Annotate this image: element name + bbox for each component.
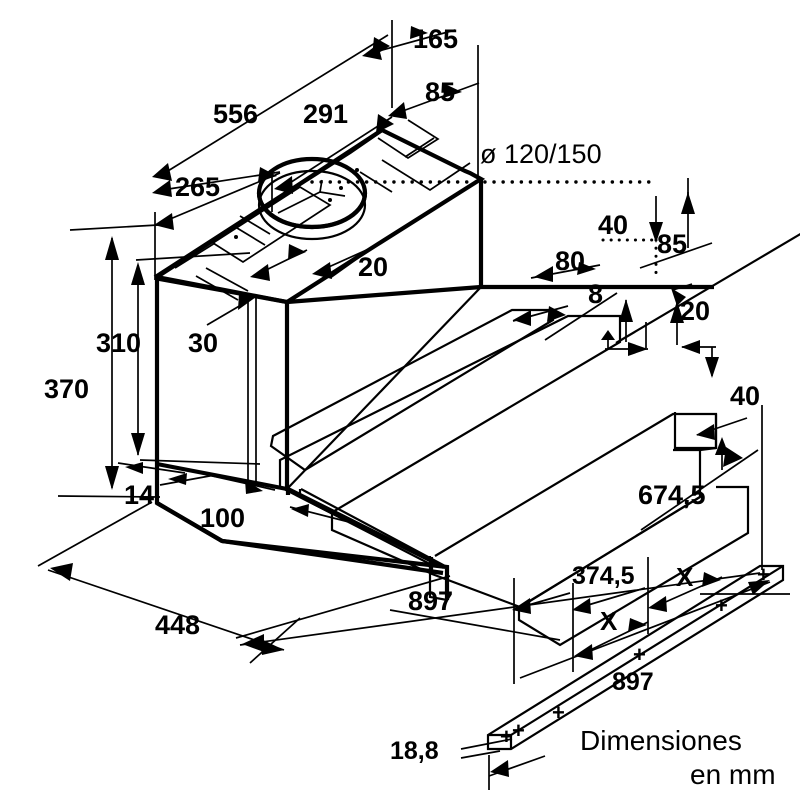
rail-hole-mark-2: + <box>512 718 525 743</box>
dim-label-x-left: X <box>600 606 618 636</box>
duct-outlet-circle <box>256 156 368 241</box>
dimension-40-right: 40 <box>696 381 760 470</box>
units-note: Dimensiones en mm <box>580 725 776 790</box>
dim-label-310: 310 <box>96 328 141 358</box>
dim-label-897-rail: 897 <box>612 668 654 696</box>
floor-plate-left-bottom <box>155 501 224 543</box>
dim-label-30: 30 <box>188 328 218 358</box>
dim-label-556: 556 <box>213 99 258 129</box>
dimension-291: 291 <box>271 99 394 212</box>
dim-label-265: 265 <box>175 172 220 202</box>
dimension-85-top: 85 <box>388 77 480 119</box>
dim-label-20-topface: 20 <box>358 252 388 282</box>
dimension-30: 30 <box>188 293 256 358</box>
mounting-rail-detail: + + + + + + 374,5 X X <box>390 557 790 790</box>
hood-body-geometry <box>153 119 800 647</box>
dimension-8: 8 <box>512 279 618 341</box>
rail-hole-mark-4: + <box>633 642 646 667</box>
rail-hole-mark-5: + <box>715 593 728 618</box>
hood-left-face-bottom-edge <box>156 461 288 492</box>
dim-label-85-top: 85 <box>425 77 455 107</box>
drawer-front-face-edge <box>519 496 701 608</box>
dim-label-100: 100 <box>200 503 245 533</box>
dimension-20-right: 20 <box>601 296 719 378</box>
drawer-right-step <box>673 412 716 450</box>
drawer-right-edge <box>699 414 718 452</box>
dimension-80: 80 <box>530 246 601 282</box>
drawer-base-slab <box>517 485 750 647</box>
hood-top-front-short-edge <box>156 274 288 305</box>
dimension-14: 14 <box>117 462 216 510</box>
dim-label-40-right: 40 <box>730 381 760 411</box>
dimension-370: 370 <box>44 224 161 498</box>
duct-diameter-callout: ø 120/150 <box>310 139 658 184</box>
dim-label-370: 370 <box>44 374 89 404</box>
dimension-265: 265 <box>152 167 281 230</box>
dim-label-x-right: X <box>676 562 694 592</box>
dim-label-85-right: 85 <box>657 229 687 259</box>
dimension-100: 100 <box>200 474 350 533</box>
hood-front-diagonal-lower <box>286 286 482 490</box>
dim-label-14: 14 <box>124 480 154 510</box>
dim-label-374-5: 374,5 <box>572 562 635 590</box>
units-note-line1: Dimensiones <box>580 725 742 756</box>
dim-label-674-5: 674,5 <box>638 480 706 510</box>
dimension-20-topface: 20 <box>250 244 388 282</box>
dim-label-8: 8 <box>588 279 603 309</box>
dim-label-291: 291 <box>303 99 348 129</box>
dimension-18-8: 18,8 <box>390 737 546 790</box>
drawer-guide-edge <box>615 232 800 344</box>
slide-panel-upper <box>278 314 622 515</box>
dimension-x-right: X <box>648 562 723 612</box>
top-face-grille-pattern <box>174 119 471 301</box>
dim-label-18-8: 18,8 <box>390 737 439 765</box>
hood-front-top-edge <box>286 284 482 305</box>
dim-label-80: 80 <box>555 246 585 276</box>
rail-body <box>486 564 785 751</box>
dimension-674-5: 674,5 <box>638 405 763 570</box>
dim-label-20-right: 20 <box>680 296 710 326</box>
dim-label-448: 448 <box>155 610 200 640</box>
duct-label: ø 120/150 <box>480 139 602 169</box>
dimension-310: 310 <box>96 252 261 465</box>
floor-plate-top-right-edge <box>287 487 445 569</box>
dim-label-897-main: 897 <box>408 586 453 616</box>
dim-label-165: 165 <box>413 24 458 54</box>
dimension-40-top: 40 <box>598 196 663 280</box>
dim-label-40-top: 40 <box>598 210 628 240</box>
rail-hole-mark-3: + <box>552 700 565 725</box>
floor-front-rail <box>295 488 449 602</box>
units-note-line2: en mm <box>690 759 776 790</box>
dimension-897-main: 897 <box>235 572 761 652</box>
dimension-85-right: 85 <box>639 178 713 345</box>
rail-hole-mark-1: + <box>500 724 513 749</box>
dimension-556: 556 <box>152 34 390 280</box>
